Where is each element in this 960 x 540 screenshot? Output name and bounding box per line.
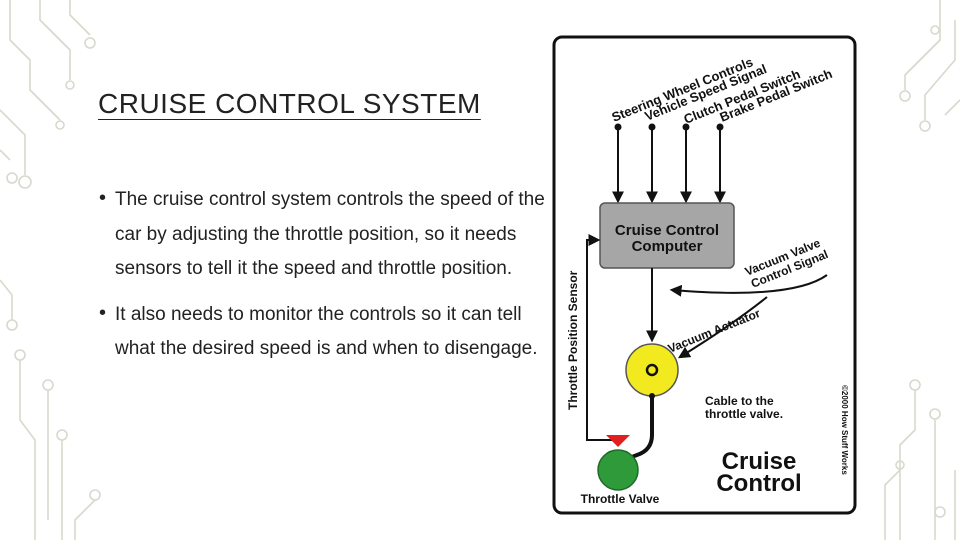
cruise-control-logo-line2: Control [716, 470, 801, 497]
throttle-marker-icon [606, 435, 630, 447]
input-dot [716, 123, 724, 131]
diagram-frame [552, 35, 857, 515]
input-dot [682, 123, 690, 131]
actuator-pointer [677, 296, 768, 359]
copyright-label: ©2000 How Stuff Works [840, 385, 849, 475]
throttle-valve [597, 449, 639, 491]
cruise-control-diagram: Steering Wheel Controls Vehicle Speed Si… [552, 35, 857, 515]
throttle-cable [623, 396, 654, 462]
throttle-sensor-wire [586, 234, 622, 441]
cable-label-line2: throttle valve. [705, 407, 783, 421]
bullet-list: • The cruise control system controls the… [98, 183, 548, 378]
slide-title: CRUISE CONTROL SYSTEM [98, 88, 481, 119]
bullet-dot-icon: • [99, 301, 107, 324]
input-dot [614, 123, 622, 131]
throttle-sensor-label: Throttle Position Sensor [566, 270, 580, 410]
cruise-control-logo-line1: Cruise [722, 448, 797, 475]
computer-label-line2: Computer [632, 238, 703, 255]
actuator-hub-icon [645, 363, 659, 377]
input-dot [648, 123, 656, 131]
computer-label-line1: Cruise Control [615, 222, 719, 239]
bullet-text: The cruise control system controls the s… [115, 189, 545, 279]
bullet-text: It also needs to monitor the controls so… [115, 303, 538, 360]
vacuum-actuator [625, 343, 679, 397]
signal-feedback-wire [669, 274, 828, 297]
cable-joint-dot [649, 393, 655, 399]
bullet-item: • It also needs to monitor the controls … [98, 298, 548, 367]
bullet-item: • The cruise control system controls the… [98, 183, 548, 287]
cable-label-line1: Cable to the [705, 394, 774, 408]
input-wires [612, 128, 726, 204]
bullet-dot-icon: • [99, 187, 107, 209]
throttle-valve-label: Throttle Valve [581, 492, 660, 506]
